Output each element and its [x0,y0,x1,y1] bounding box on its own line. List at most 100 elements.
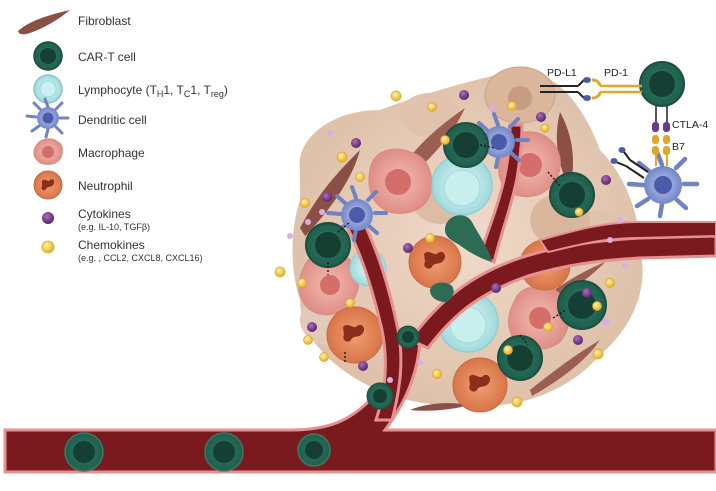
cytokine [403,243,413,253]
chemokine [319,352,329,362]
chemokine [300,198,310,208]
green-cell [430,282,454,302]
neutrophil [326,306,384,364]
chemokine [440,135,450,145]
legend-item-fibroblast: Fibroblast [18,10,131,35]
chemokine [592,348,604,360]
legend-label-dendritic: Dendritic cell [78,113,147,127]
lymphocyte-icon [33,74,63,104]
legend-label-fibroblast: Fibroblast [78,14,131,28]
green-cell [445,215,492,262]
macrophage [508,285,570,350]
fibroblast-icon [18,10,70,35]
neutrophil [452,357,508,413]
cart-cell [396,325,420,349]
legend-label-cytokines: Cytokines [78,207,131,221]
chemokine [574,207,584,217]
chemokine [297,278,307,288]
pd1-pdl1-interaction: PD-L1 PD-1 [540,67,642,101]
cytokine [536,112,546,122]
macrophage-icon [33,138,63,165]
cart-cell [639,61,685,107]
cart-cell [557,280,607,330]
macrophage [368,148,433,214]
legend-item-neutrophil: Neutrophil [33,170,133,200]
chemokine [336,151,348,163]
chemokine [543,322,553,332]
cytokine [358,361,368,371]
ctla4-b7-interaction: CTLA-4 B7 [610,106,708,179]
label-b7: B7 [672,141,685,153]
antibody-receptor [610,147,649,179]
chemokine [432,369,442,379]
legend-item-cytokines: Cytokines (e.g. IL-10, TGFβ) [42,207,150,232]
chemokine [540,123,550,133]
legend-label-lymphocyte: Lymphocyte (TH1, TC1, Treg) [78,83,228,99]
cart-cell [297,433,331,467]
chemokine [303,335,313,345]
pd1-receptor [591,78,642,100]
cart-cell [366,382,394,410]
dendritic-cell-icon [25,97,70,139]
cytokine-icon [42,212,54,224]
legend-sub-chemokines: (e.g. , CCL2, CXCL8, CXCL16) [78,253,203,263]
vessel-branch [344,212,403,422]
vessel-branch [538,221,716,254]
label-pdl1: PD-L1 [547,67,577,79]
ctla4-receptor [652,106,670,132]
legend-item-lymphocyte: Lymphocyte (TH1, TC1, Treg) [33,74,228,104]
cytokine [459,90,469,100]
b7-receptor [652,135,670,166]
vessel-branch [407,234,716,350]
dendritic-cell-with-b7 [626,149,700,219]
chemokine-icon [41,240,55,254]
chemokine [390,90,402,102]
chemokine [507,101,517,111]
chemokine [355,172,365,182]
cytokine [491,283,501,293]
label-pd1: PD-1 [604,67,628,79]
fibroblast-shape [530,340,600,396]
fibroblast-shape [410,403,470,411]
legend-sub-cytokines: (e.g. IL-10, TGFβ) [78,222,150,232]
chemokine [605,278,615,288]
macrophage [298,252,360,316]
legend-item-cart: CAR-T cell [33,41,136,71]
pdl1-receptor [540,77,591,101]
cart-cells [64,61,685,472]
label-ctla4: CTLA-4 [672,119,708,131]
cytokines [307,90,611,371]
cart-cell-icon [33,41,63,71]
cytokine [351,138,361,148]
dendritic-cells [326,112,700,242]
interaction-lines [327,144,567,362]
legend: Fibroblast CAR-T cell Lymphocyte (TH1, T… [18,10,228,263]
neutrophil [408,235,462,289]
legend-item-dendritic: Dendritic cell [25,97,147,139]
chemokine [592,301,602,311]
chemokine [503,345,513,355]
chemokine [511,396,523,408]
legend-item-chemokines: Chemokines (e.g. , CCL2, CXCL8, CXCL16) [41,238,203,263]
small-particles [287,105,628,383]
cart-cell [64,432,104,472]
cart-cell [497,335,543,381]
chemokine [427,102,437,112]
cytokine [573,335,583,345]
cart-cell [305,222,351,268]
chemokine [274,266,286,278]
chemokine [345,298,355,308]
chemokines [274,90,615,408]
dendritic-cell [326,185,388,242]
cytokine [307,322,317,332]
cart-cell [443,122,489,168]
lymphocyte [431,154,493,216]
fibroblast-shape [556,112,573,190]
neutrophil-icon [33,170,63,200]
vessel-branch [478,123,524,265]
cytokine [601,175,611,185]
cytokine [322,192,332,202]
legend-label-neutrophil: Neutrophil [78,179,133,193]
legend-label-cart: CAR-T cell [78,50,136,64]
